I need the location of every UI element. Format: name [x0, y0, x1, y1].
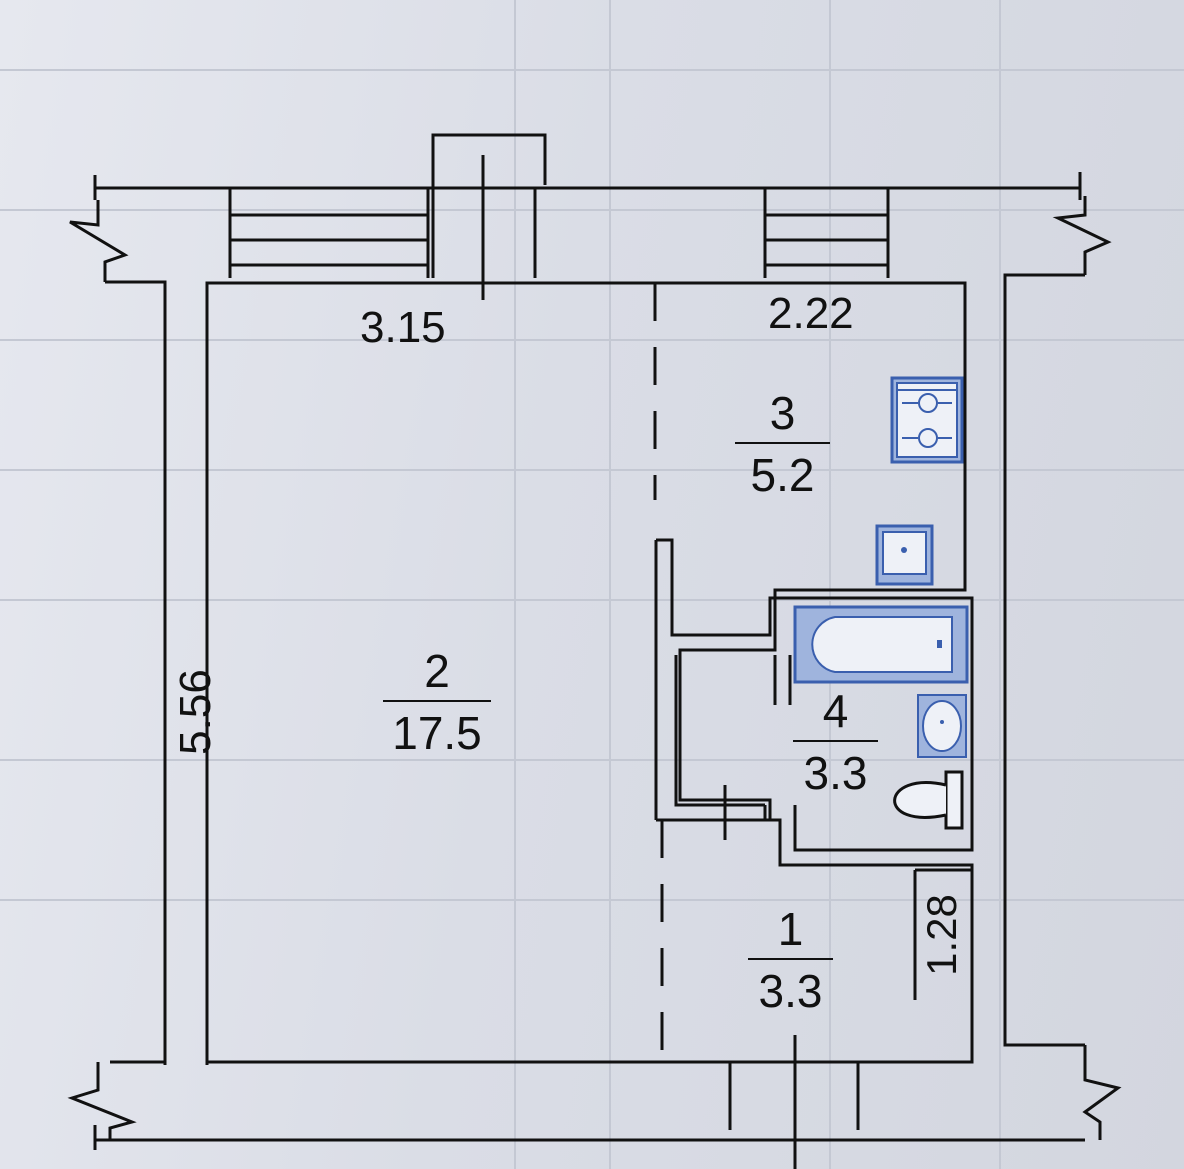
room-2-label: 2 17.5 — [383, 648, 491, 756]
top-wall — [93, 172, 1082, 200]
toilet-icon — [893, 770, 964, 830]
room-1-label: 1 3.3 — [748, 906, 833, 1014]
room-area: 3.3 — [748, 958, 833, 1014]
wall-break-right-bottom — [1082, 1045, 1122, 1140]
exterior-wall-outline — [105, 273, 1085, 1065]
dimension-room3-width: 2.22 — [768, 289, 854, 338]
room-number: 2 — [424, 645, 450, 697]
window-left — [228, 188, 430, 278]
wall-break-right-top — [1052, 196, 1112, 275]
partition-wall — [654, 538, 974, 1000]
bathtub-icon — [793, 605, 969, 684]
room-area: 3.3 — [793, 740, 878, 796]
dimension-room1-length: 1.28 — [918, 894, 965, 976]
room-area: 17.5 — [383, 700, 491, 756]
room-3-label: 3 5.2 — [735, 390, 830, 498]
dimension-room2-length: 5.56 — [171, 669, 220, 755]
room-number: 3 — [769, 387, 796, 439]
stove-icon — [890, 376, 964, 464]
window-right — [763, 188, 890, 278]
interior-outline — [205, 281, 974, 1065]
room-number: 1 — [777, 903, 804, 955]
washbasin-icon — [917, 694, 967, 758]
room-4-label: 4 3.3 — [793, 688, 878, 796]
bottom-wall — [93, 1125, 1085, 1150]
balcony-door — [431, 133, 547, 300]
room-area: 5.2 — [735, 442, 830, 498]
dashed-partition — [653, 283, 664, 1060]
entrance-door — [728, 1035, 860, 1169]
dimension-room2-width: 3.15 — [360, 303, 446, 352]
kitchen-sink-icon — [875, 524, 934, 586]
wall-break-left-bottom — [67, 1062, 137, 1140]
wall-break-left-top — [69, 200, 129, 282]
room-number: 4 — [822, 685, 849, 737]
